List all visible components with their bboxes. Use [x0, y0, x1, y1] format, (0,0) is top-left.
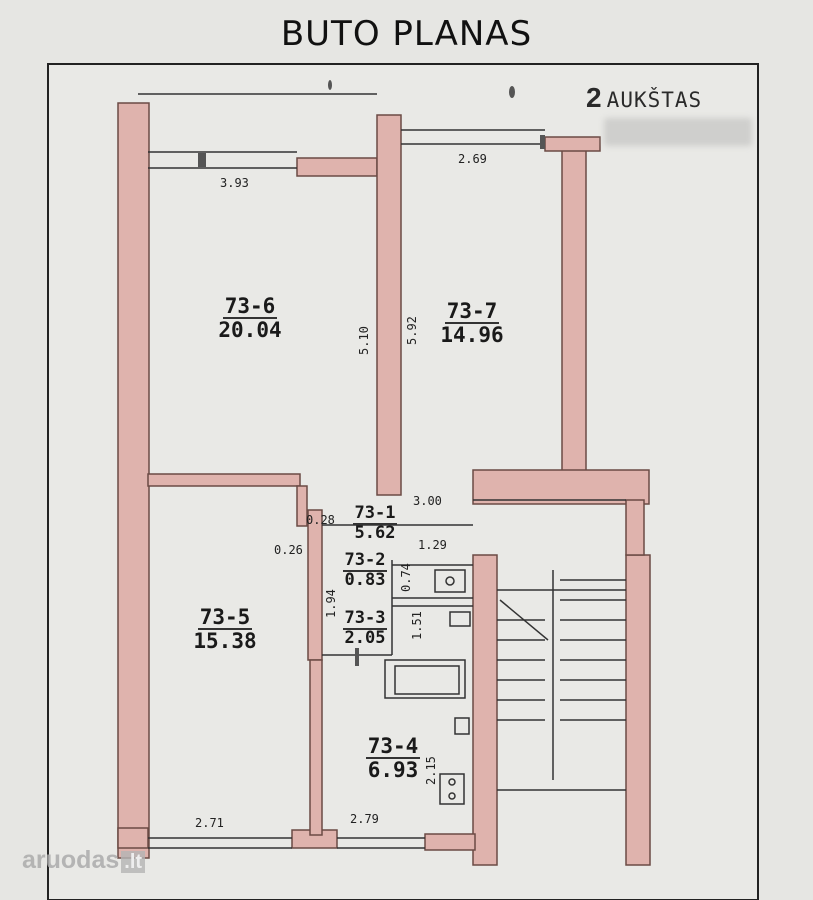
wall-hall-left [296, 485, 308, 527]
wall-top-left [296, 157, 378, 177]
floor-label: 2 AUKŠTAS [586, 82, 702, 114]
room-73-4: 73-4 6.93 [348, 735, 438, 781]
dimension-label: 1.51 [410, 611, 424, 640]
dimension-label: 2.15 [424, 756, 438, 785]
room-id: 73-2 [342, 550, 388, 572]
room-area: 5.62 [354, 522, 396, 543]
wall-bottom-c [424, 833, 476, 851]
walls [117, 102, 651, 866]
plan-title: BUTO PLANAS [280, 14, 533, 54]
wall-stair-left [472, 554, 498, 866]
room-id: 73-3 [342, 608, 388, 630]
floor-number: 2 [586, 82, 602, 113]
wall-stair-top [472, 469, 650, 505]
room-area: 14.96 [440, 323, 504, 348]
wall-right-upper [561, 139, 587, 476]
thin-lines [138, 93, 626, 849]
dimension-label: 2.71 [195, 816, 224, 830]
wall-bath-left [307, 509, 323, 661]
room-area: 20.04 [218, 318, 282, 343]
dimension-label: 0.26 [274, 543, 303, 557]
window-marks [198, 80, 545, 666]
dimension-label: 0.28 [306, 513, 335, 527]
wall-bottom-a [117, 827, 149, 849]
room-id: 73-6 [222, 294, 278, 320]
room-id: 73-7 [444, 299, 500, 325]
room-73-1: 73-1 5.62 [340, 503, 410, 543]
wall-right-top [544, 136, 601, 152]
dimension-label: 2.69 [458, 152, 487, 166]
floor-word: AUKŠTAS [606, 88, 703, 112]
dimension-label: 3.93 [220, 176, 249, 190]
room-id: 73-4 [365, 734, 421, 760]
room-73-5: 73-5 15.38 [180, 606, 270, 652]
dimension-label: 5.92 [405, 316, 419, 345]
room-area: 0.83 [344, 569, 386, 590]
dimension-label: 2.79 [350, 812, 379, 826]
wall-stair-right-top [625, 499, 645, 556]
room-73-7: 73-7 14.96 [427, 300, 517, 346]
room-id: 73-1 [352, 503, 398, 525]
wall-center [376, 114, 402, 496]
room-73-2: 73-2 0.83 [330, 550, 400, 590]
wall-mid-horizontal [147, 473, 301, 487]
wall-stair-right [625, 554, 651, 866]
room-area: 6.93 [367, 758, 419, 783]
room-73-6: 73-6 20.04 [205, 295, 295, 341]
wall-kitchen-left [309, 659, 323, 836]
room-area: 15.38 [193, 629, 257, 654]
watermark-tld: .lt [121, 851, 146, 873]
room-73-3: 73-3 2.05 [330, 608, 400, 648]
dimension-label: 3.00 [413, 494, 442, 508]
watermark-brand: aruodas [22, 846, 120, 874]
wall-left [117, 102, 150, 859]
dimension-label: 1.29 [418, 538, 447, 552]
dimension-label: 0.74 [399, 563, 413, 592]
redacted-stamp [604, 118, 752, 146]
room-area: 2.05 [344, 627, 386, 648]
room-id: 73-5 [197, 605, 253, 631]
dimension-label: 1.94 [324, 589, 338, 618]
watermark: aruodas.lt [22, 846, 146, 875]
dimension-label: 5.10 [357, 326, 371, 355]
